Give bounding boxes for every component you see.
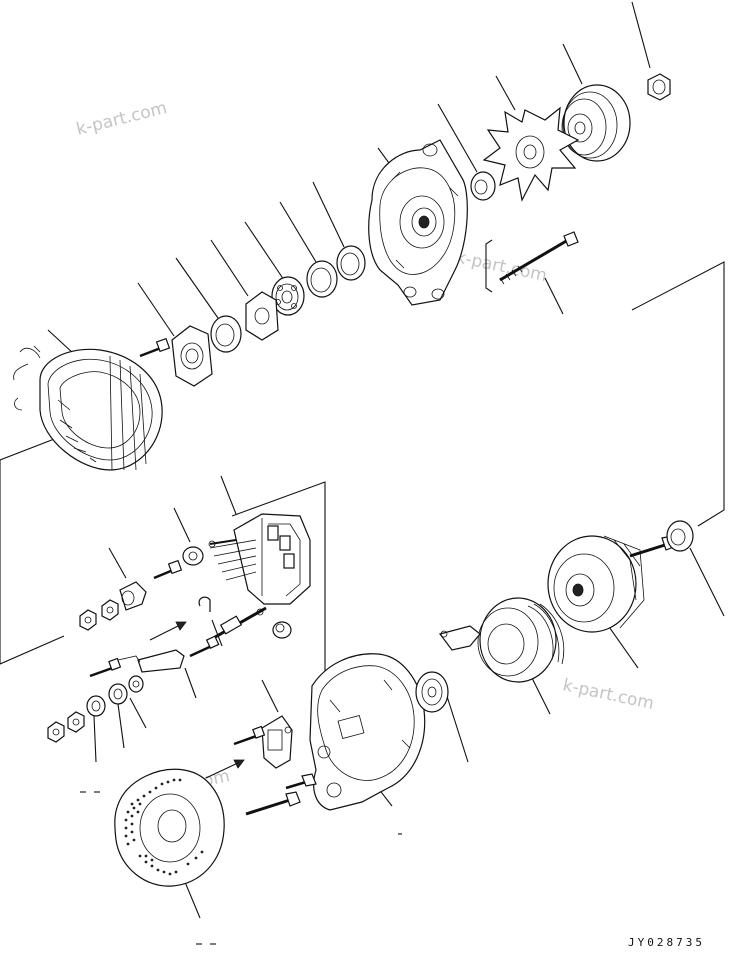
brush-lead bbox=[438, 625, 481, 651]
arrow-rectifier bbox=[149, 621, 187, 641]
leader-lines bbox=[0, 1, 725, 945]
terminal-nuts-lower bbox=[47, 711, 85, 743]
through-bolt bbox=[499, 231, 579, 285]
diode-connector bbox=[209, 606, 267, 642]
spacer-collar bbox=[470, 171, 496, 201]
terminal-insulator bbox=[108, 683, 128, 705]
watermark-top-left: k-part.com bbox=[74, 98, 169, 140]
oil-seal-inner bbox=[210, 315, 242, 353]
front-bearing bbox=[271, 276, 305, 316]
pulley-nut bbox=[647, 73, 671, 101]
terminal-plate bbox=[117, 649, 185, 673]
bearing-plate bbox=[245, 291, 279, 341]
arrow-holder bbox=[205, 759, 245, 779]
wiring-clip bbox=[198, 596, 211, 612]
retainer-screw bbox=[139, 337, 171, 358]
rotor-spacer bbox=[666, 520, 694, 552]
mounting-bolt bbox=[245, 791, 301, 816]
terminal-nuts-upper bbox=[79, 599, 119, 631]
insulator-bushing bbox=[182, 546, 204, 566]
terminal-screw bbox=[153, 559, 183, 580]
connector-screw bbox=[189, 635, 220, 658]
stator bbox=[13, 345, 163, 471]
vent-holes bbox=[124, 778, 204, 876]
brush-holder bbox=[261, 715, 293, 769]
rear-cover bbox=[114, 768, 225, 887]
drive-pulley bbox=[561, 84, 631, 162]
watermark-right: k-part.com bbox=[561, 675, 656, 714]
bearing-retainer bbox=[171, 325, 213, 387]
rubber-grommet bbox=[272, 621, 292, 639]
plate-screw bbox=[89, 657, 122, 678]
terminal-collar bbox=[86, 695, 106, 717]
rotor bbox=[547, 535, 677, 633]
rear-housing bbox=[309, 653, 426, 811]
terminal-washer bbox=[128, 675, 144, 693]
terminal-sleeve bbox=[119, 581, 147, 611]
holder-screw bbox=[233, 725, 266, 746]
cooling-fan bbox=[482, 106, 580, 202]
slip-ring-pulley bbox=[477, 597, 565, 683]
spacer-ring bbox=[306, 260, 338, 298]
drawing-code: JY028735 bbox=[628, 936, 705, 949]
front-housing bbox=[368, 139, 468, 306]
oil-seal-outer bbox=[336, 245, 366, 281]
mounting-screw bbox=[285, 773, 317, 790]
rear-bearing bbox=[415, 671, 449, 713]
rectifier-assembly bbox=[208, 513, 311, 605]
